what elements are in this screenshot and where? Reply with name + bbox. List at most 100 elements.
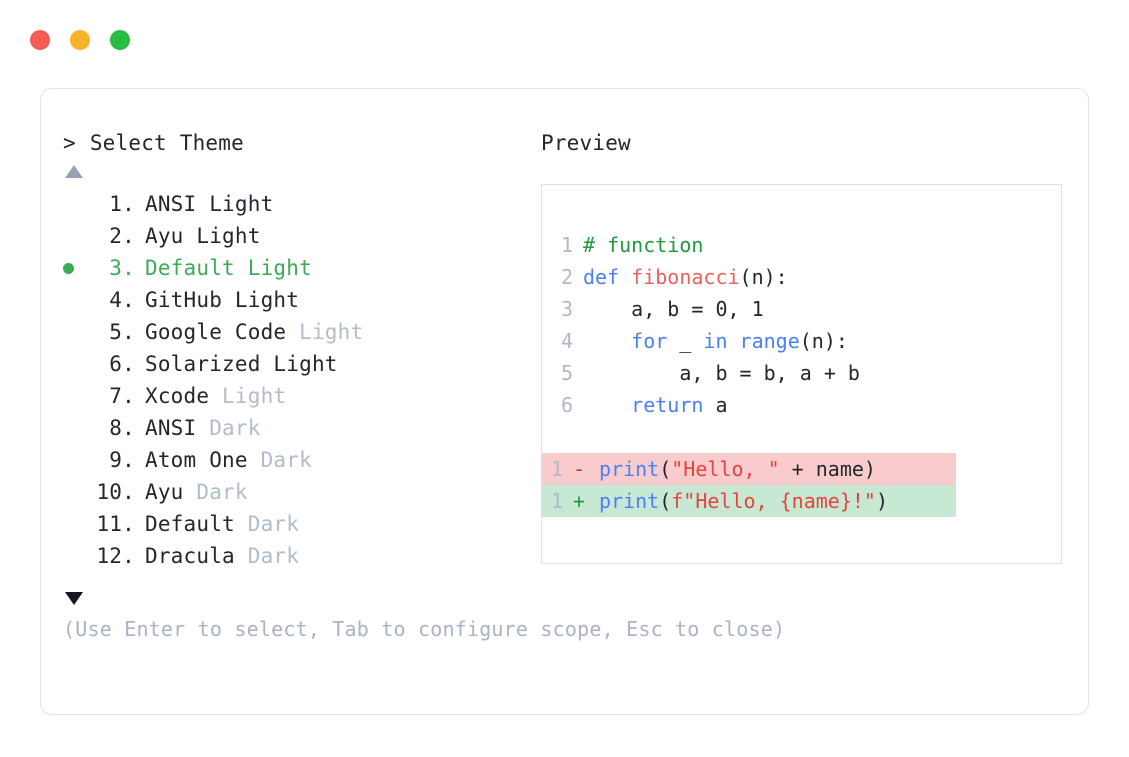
- theme-item-name: Xcode: [145, 384, 210, 408]
- theme-list-item[interactable]: 7. Xcode Light: [63, 384, 533, 416]
- code-token: print: [599, 489, 660, 513]
- code-token: def: [583, 265, 632, 289]
- theme-list-item[interactable]: 10. Ayu Dark: [63, 480, 533, 512]
- code-token: (: [659, 457, 672, 481]
- code-token: # function: [583, 233, 704, 257]
- theme-item-variant: Dark: [234, 512, 300, 536]
- theme-item-name: Default: [145, 512, 235, 536]
- close-button[interactable]: [30, 30, 50, 50]
- preview-label: Preview: [541, 131, 631, 155]
- theme-item-variant: Light: [196, 192, 274, 216]
- theme-item-variant: Dark: [247, 448, 312, 472]
- theme-list-item[interactable]: 11. Default Dark: [63, 512, 533, 544]
- code-token: a, b = b, a + b: [583, 361, 860, 385]
- theme-item-name: Atom One: [145, 448, 248, 472]
- code-line-text: # function: [583, 229, 703, 261]
- theme-list-item[interactable]: 5. Google Code Light: [63, 320, 533, 352]
- code-line: 5 a, b = b, a + b: [542, 357, 1061, 389]
- theme-item-index: 7.: [96, 384, 135, 408]
- code-line-text: a, b = b, a + b: [583, 357, 860, 389]
- theme-picker-dialog: > Select Theme 1.ANSI Light 2.Ayu Light …: [40, 88, 1089, 715]
- theme-list-item[interactable]: 1. ANSI Light: [63, 192, 533, 224]
- line-number: 3: [561, 297, 574, 321]
- theme-item-name: ANSI: [145, 416, 197, 440]
- keyboard-hint: (Use Enter to select, Tab to configure s…: [63, 617, 786, 641]
- theme-list-item[interactable]: 2.Ayu Light: [63, 224, 533, 256]
- diff-line-text: print(f"Hello, {name}!"): [599, 485, 888, 517]
- theme-item-index: 8.: [96, 416, 135, 440]
- theme-list[interactable]: 1.ANSI Light 2.Ayu Light 3.Default Light…: [63, 192, 533, 576]
- triangle-down-icon[interactable]: [65, 592, 83, 605]
- theme-item-variant: Light: [234, 256, 312, 280]
- diff-line-text: print("Hello, " + name): [599, 453, 876, 485]
- theme-item-name: Dracula: [145, 544, 235, 568]
- window-traffic-lights: [30, 30, 130, 50]
- theme-list-item[interactable]: 8. ANSI Dark: [63, 416, 533, 448]
- theme-item-index: 4.: [96, 288, 135, 312]
- line-number: 6: [561, 393, 574, 417]
- code-line-text: for _ in range(n):: [583, 325, 848, 357]
- theme-item-name: Solarized: [145, 352, 261, 376]
- code-token: in range: [703, 329, 800, 353]
- diff-sign: +: [573, 489, 586, 513]
- code-line: 2 def fibonacci(n):: [542, 261, 1061, 293]
- prompt-caret-icon: >: [63, 131, 76, 155]
- diff-line-number: 1: [551, 489, 564, 513]
- theme-item-variant: Dark: [196, 416, 261, 440]
- theme-item-name: Google Code: [145, 320, 287, 344]
- code-token: (n):: [799, 329, 848, 353]
- theme-item-variant: Dark: [183, 480, 248, 504]
- diff-line-plus: 1 + print(f"Hello, {name}!"): [542, 485, 956, 517]
- diff-line-number: 1: [551, 457, 564, 481]
- theme-item-index: 9.: [96, 448, 135, 472]
- theme-item-name: GitHub: [145, 288, 223, 312]
- code-line: 1 # function: [542, 229, 1061, 261]
- code-token: for: [631, 329, 668, 353]
- minimize-button[interactable]: [70, 30, 90, 50]
- triangle-up-icon[interactable]: [65, 165, 83, 178]
- theme-item-index: 1.: [96, 192, 135, 216]
- maximize-button[interactable]: [110, 30, 130, 50]
- theme-item-name: Ayu: [145, 480, 184, 504]
- theme-item-name: ANSI: [145, 192, 197, 216]
- theme-item-index: 11.: [96, 512, 135, 536]
- theme-item-variant: Dark: [234, 544, 300, 568]
- code-token: ): [875, 489, 889, 513]
- code-token: + name): [779, 457, 876, 481]
- theme-list-item[interactable]: 9. Atom One Dark: [63, 448, 533, 480]
- code-token: a: [703, 393, 728, 417]
- code-token: (n):: [739, 265, 788, 289]
- theme-list-item[interactable]: 3. Default Light: [63, 256, 533, 288]
- theme-list-item[interactable]: 12.Dracula Dark: [63, 544, 533, 576]
- theme-item-variant: Light: [222, 288, 300, 312]
- page-title: Select Theme: [89, 131, 244, 155]
- theme-list-item[interactable]: 4. GitHub Light: [63, 288, 533, 320]
- code-token: return: [631, 393, 704, 417]
- theme-item-index: 10.: [96, 480, 135, 504]
- prompt-header: > Select Theme: [63, 131, 533, 155]
- theme-item-index: 3.: [96, 256, 135, 280]
- theme-selection-pane: > Select Theme 1.ANSI Light 2.Ayu Light …: [63, 131, 533, 605]
- line-number: 4: [561, 329, 574, 353]
- code-line: 6 return a: [542, 389, 1061, 421]
- code-token: fibonacci: [631, 265, 740, 289]
- theme-item-index: 5.: [96, 320, 135, 344]
- theme-item-index: 2.: [96, 224, 135, 248]
- selection-bullet-cell: [63, 263, 89, 274]
- theme-item-variant: Light: [209, 384, 287, 408]
- code-token: [583, 393, 631, 417]
- theme-list-item[interactable]: 6.Solarized Light: [63, 352, 533, 384]
- diff-sign: -: [573, 457, 586, 481]
- theme-item-variant: Light: [286, 320, 364, 344]
- line-number: 2: [561, 265, 574, 289]
- code-line: 4 for _ in range(n):: [542, 325, 1061, 357]
- code-line-text: return a: [583, 389, 728, 421]
- code-line-text: a, b = 0, 1: [583, 293, 763, 325]
- code-token: f"Hello, {name}!": [671, 489, 876, 513]
- theme-item-name: Default: [145, 256, 235, 280]
- line-number: 1: [561, 233, 574, 257]
- selected-bullet-icon: [63, 263, 74, 274]
